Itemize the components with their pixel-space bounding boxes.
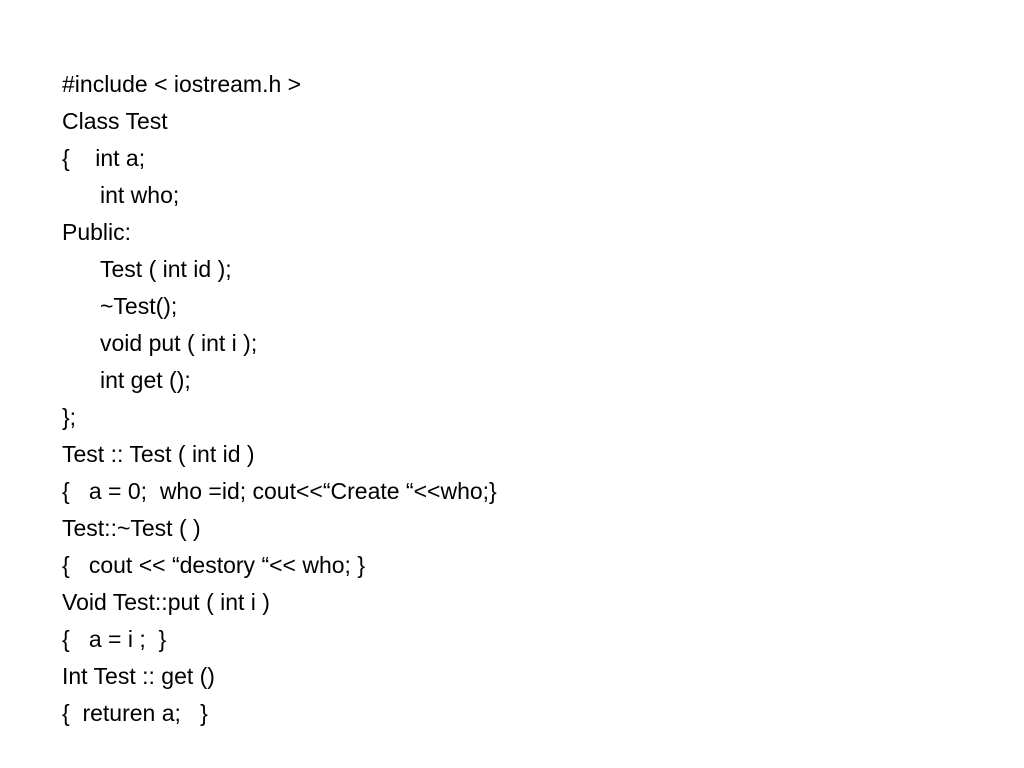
code-line: Test :: Test ( int id ): [62, 441, 255, 467]
code-line: { returen a; }: [62, 700, 208, 726]
code-line: int who;: [100, 182, 180, 208]
code-line: };: [62, 404, 77, 430]
code-line: Int Test :: get (): [62, 663, 215, 689]
code-line: int get ();: [100, 367, 191, 393]
code-line: ~Test();: [100, 293, 178, 319]
code-line: Test::~Test ( ): [62, 515, 201, 541]
code-line: { int a;: [62, 145, 146, 171]
code-line: { a = i ; }: [62, 626, 167, 652]
code-line: Class Test: [62, 108, 168, 134]
code-line: { a = 0; who =id; cout<<“Create “<<who;}: [62, 478, 497, 504]
code-line: #include < iostream.h >: [62, 71, 302, 97]
code-line: Public:: [62, 219, 132, 245]
code-line: { cout << “destory “<< who; }: [62, 552, 366, 578]
code-line: Void Test::put ( int i ): [62, 589, 270, 615]
code-listing: #include < iostream.h > Class Test { int…: [62, 66, 497, 732]
code-line: void put ( int i );: [100, 330, 258, 356]
code-line: Test ( int id );: [100, 256, 232, 282]
